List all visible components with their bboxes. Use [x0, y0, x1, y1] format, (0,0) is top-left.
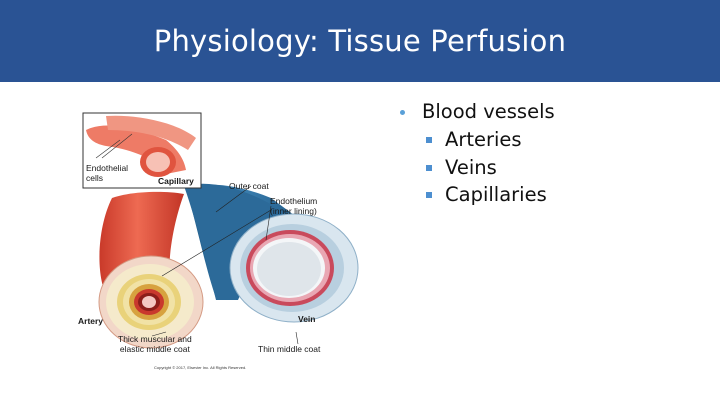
bullet-square-icon	[426, 137, 432, 143]
sub-bullet-text: Capillaries	[445, 183, 547, 206]
title-bar: Physiology: Tissue Perfusion	[0, 0, 720, 82]
sub-bullet-capillaries: Capillaries	[396, 181, 555, 209]
label-thin-middle-coat: Thin middle coat	[258, 344, 321, 354]
slide-title: Physiology: Tissue Perfusion	[153, 24, 567, 58]
vessel-illustration	[82, 112, 359, 349]
label-outer-coat: Outer coat	[229, 181, 269, 191]
label-artery: Artery	[78, 316, 104, 326]
vein-cross-section	[229, 213, 359, 323]
blood-vessel-figure: Endothelial cells Capillary Outer coat E…	[66, 100, 366, 380]
artery-cross-section	[98, 255, 204, 349]
sub-bullet-text: Veins	[445, 155, 497, 179]
bullet-square-icon	[426, 192, 432, 198]
label-thick-middle-coat: Thick muscular and elastic middle coat	[118, 334, 192, 354]
bullet-text: Blood vessels	[422, 100, 555, 123]
label-endothelial-cells: Endothelial cells	[86, 163, 129, 183]
bullet-list: Blood vessels Arteries Veins Capillaries	[396, 98, 555, 209]
label-capillary: Capillary	[158, 176, 194, 186]
label-vein: Vein	[298, 314, 316, 324]
bullet-square-icon	[426, 164, 432, 171]
capillary-inset	[82, 112, 202, 189]
sub-bullet-list: Arteries Veins Capillaries	[396, 126, 555, 209]
figure-copyright: Copyright © 2017, Elsevier Inc. All Righ…	[154, 365, 247, 370]
leader-lines	[151, 185, 299, 345]
bullet-blood-vessels: Blood vessels Arteries Veins Capillaries	[396, 98, 555, 209]
bullet-dot-icon	[400, 110, 405, 115]
sub-bullet-veins: Veins	[396, 154, 555, 182]
sub-bullet-arteries: Arteries	[396, 126, 555, 154]
sub-bullet-text: Arteries	[445, 128, 522, 151]
label-endothelium: Endothelium (inner lining)	[270, 196, 318, 216]
